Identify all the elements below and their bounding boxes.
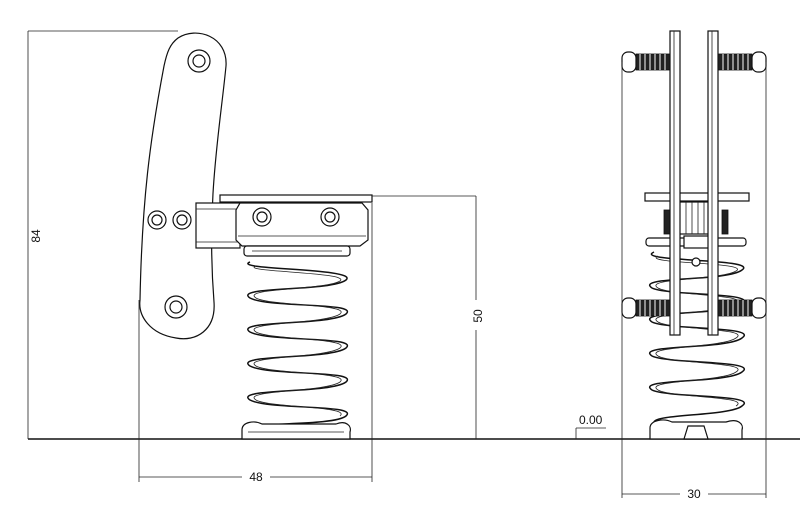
side-clamp-block bbox=[235, 202, 369, 247]
front-view bbox=[621, 30, 767, 440]
backrest-bolt-bottom bbox=[164, 295, 188, 319]
side-connector-arm bbox=[195, 202, 241, 249]
front-handle-top-left bbox=[621, 51, 671, 73]
ground-level-label: 0.00 bbox=[579, 413, 603, 427]
dim-label-48: 48 bbox=[249, 470, 263, 484]
side-spring-base bbox=[241, 421, 351, 440]
front-seat-plate bbox=[644, 192, 750, 202]
dim-label-84: 84 bbox=[29, 229, 43, 243]
dimension-height-total: 84 bbox=[27, 30, 178, 439]
front-plate-left bbox=[669, 30, 681, 336]
side-seat-plate bbox=[219, 194, 373, 203]
dim-label-30: 30 bbox=[687, 487, 701, 501]
dimension-front-width: 30 bbox=[621, 62, 767, 501]
front-plate-right bbox=[707, 30, 719, 336]
backrest-bolt-mid-right bbox=[172, 210, 192, 230]
dimension-seat-height: 50 bbox=[372, 195, 485, 439]
front-handle-bottom-right bbox=[717, 297, 767, 319]
front-handle-bottom-left bbox=[621, 297, 671, 319]
clamp-bolt-left bbox=[252, 207, 272, 227]
dim-label-50: 50 bbox=[471, 309, 485, 323]
side-spring bbox=[247, 261, 349, 429]
side-backrest bbox=[139, 32, 227, 340]
side-view bbox=[139, 32, 373, 440]
backrest-bolt-mid-left bbox=[147, 210, 167, 230]
front-spring bbox=[645, 237, 747, 440]
dimension-side-width: 48 bbox=[138, 203, 373, 484]
clamp-bolt-right bbox=[320, 207, 340, 227]
front-handle-top-right bbox=[717, 51, 767, 73]
ground-level-marker: 0.00 bbox=[575, 413, 606, 439]
backrest-bolt-top bbox=[187, 49, 211, 73]
